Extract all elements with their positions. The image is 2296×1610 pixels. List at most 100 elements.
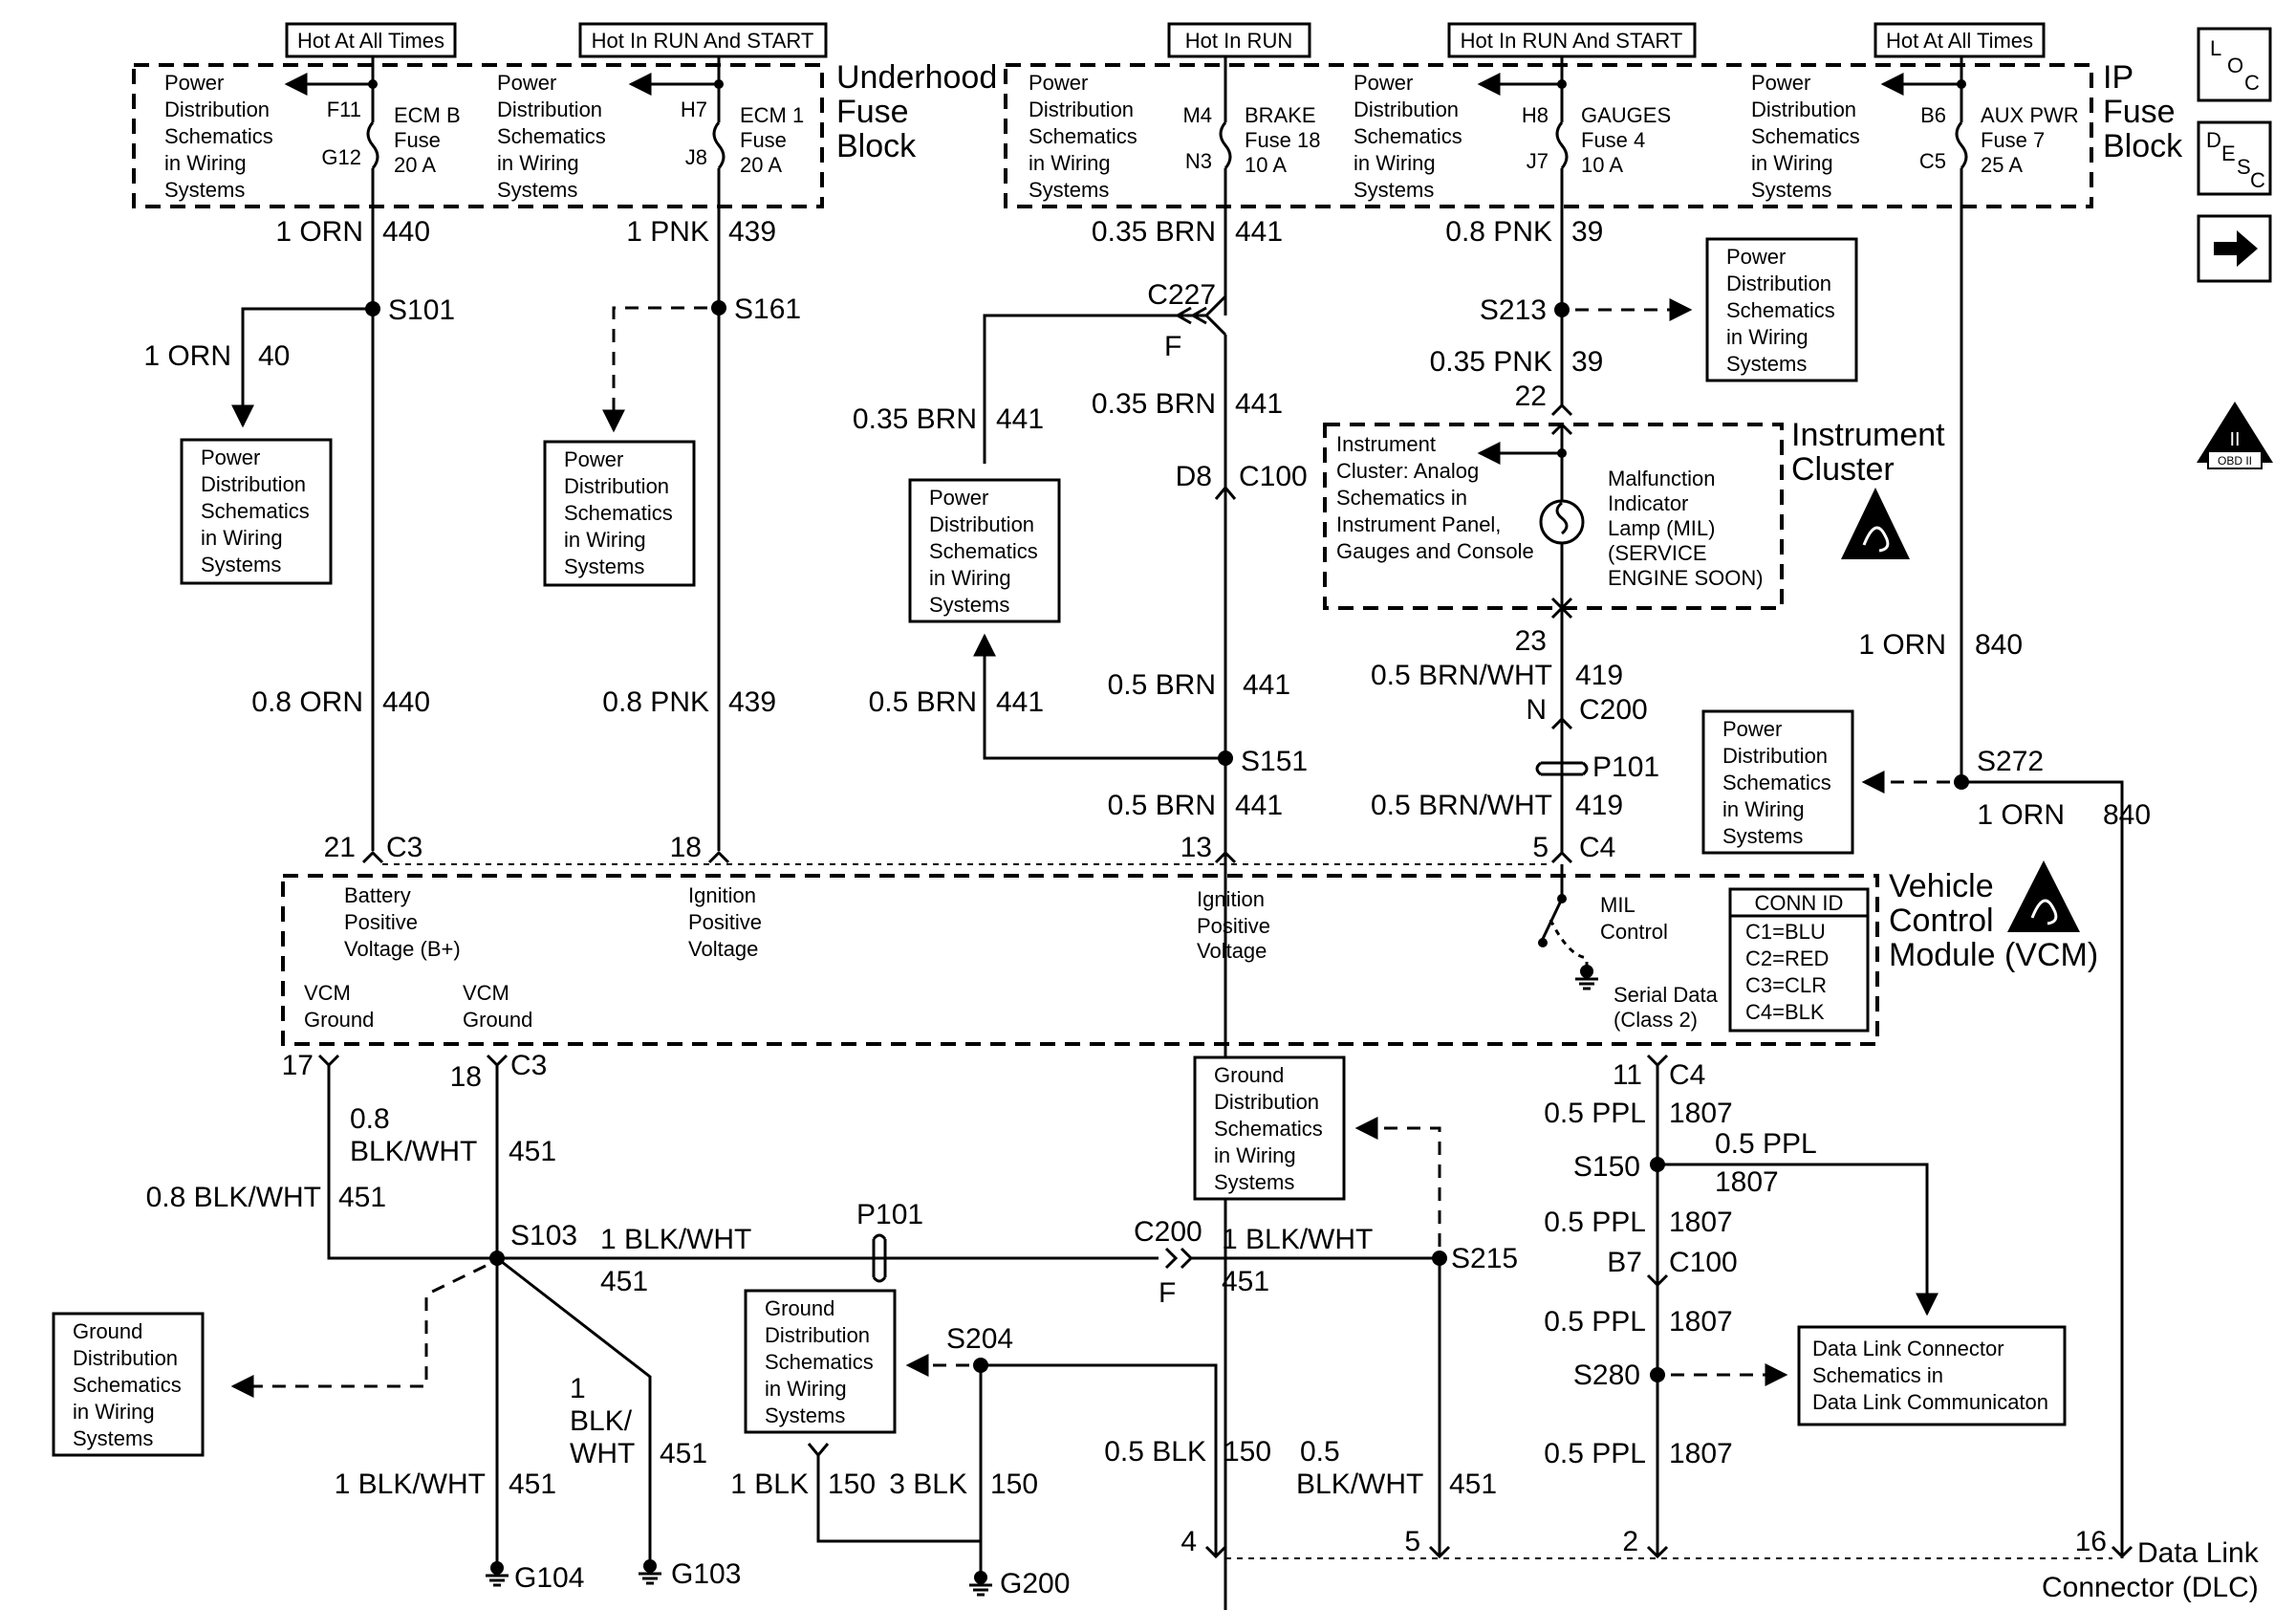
- fuse-name: 10 A: [1581, 153, 1623, 177]
- pds-line: Power: [1354, 71, 1413, 95]
- dlc-label: Connector (DLC): [2042, 1572, 2259, 1603]
- circuit-number: 39: [1571, 216, 1603, 248]
- wire-label: 1 ORN: [1858, 629, 1946, 661]
- fuse-pin: B6: [1920, 103, 1946, 127]
- pds-ref-box: [543, 440, 696, 587]
- connector-pin: N: [1526, 694, 1547, 726]
- pds-line: Systems: [564, 555, 644, 578]
- cluster-ref-line: Gauges and Console: [1336, 539, 1534, 563]
- pds-line: Power: [164, 71, 224, 95]
- connector-label: C100: [1669, 1247, 1738, 1278]
- circuit-number: 441: [996, 686, 1044, 718]
- pds-line: in Wiring: [201, 526, 283, 550]
- pds-line: Systems: [497, 178, 577, 202]
- connector-pin: 23: [1515, 625, 1547, 657]
- wire-label: 0.8 PNK: [602, 686, 709, 718]
- gds-line: in Wiring: [1214, 1143, 1296, 1167]
- wire-label: 0.5 BRN: [1108, 669, 1216, 701]
- pds-line: Systems: [1751, 178, 1831, 202]
- conn-id-row: C1=BLU: [1745, 920, 1826, 944]
- mil-line: Malfunction: [1608, 467, 1716, 490]
- loc-icon[interactable]: L O C: [2197, 27, 2272, 102]
- ground-label: G104: [514, 1562, 584, 1594]
- fuse-ecm-b: Power Distribution Schematics in Wiring …: [164, 57, 461, 207]
- circuit-number: 40: [258, 340, 290, 372]
- pds-line: Power: [929, 486, 988, 510]
- circuit-number: 150: [828, 1469, 876, 1500]
- wire-label: 0.35 PNK: [1430, 346, 1552, 378]
- underhood-label: Fuse: [836, 94, 909, 130]
- circuit-number: 419: [1575, 660, 1623, 691]
- connector-pin: 16: [2075, 1526, 2107, 1557]
- conn-id-row: C2=RED: [1745, 946, 1829, 970]
- connector-pin: 2: [1622, 1526, 1638, 1557]
- connector-label: C200: [1134, 1216, 1202, 1248]
- tag-box: [1874, 22, 2046, 58]
- wire-label: 1 PNK: [626, 216, 709, 248]
- connector-pin: 11: [1613, 1059, 1642, 1091]
- fuse-brake: Power Distribution Schematics in Wiring …: [1029, 57, 1321, 207]
- pds-line: in Wiring: [1722, 797, 1805, 821]
- pds-line: Schematics: [497, 124, 606, 148]
- fuse-pin: F11: [327, 98, 361, 121]
- vcm-text: Ignition: [688, 883, 756, 907]
- wire-label: BLK/WHT: [350, 1136, 477, 1167]
- wire-label: 0.5 BRN: [869, 686, 977, 718]
- wire-label: 0.5 PPL: [1544, 1438, 1646, 1469]
- instrument-cluster-box: [1323, 423, 1784, 610]
- fuse-name: ECM B: [394, 103, 461, 127]
- circuit-number: 150: [990, 1469, 1038, 1500]
- wire-label: 0.5: [1300, 1436, 1340, 1468]
- circuit-number: 840: [2103, 799, 2151, 831]
- wire-label: WHT: [570, 1438, 635, 1469]
- desc-icon[interactable]: D E S C: [2197, 120, 2272, 196]
- tag-box: [285, 22, 457, 58]
- wire-label: 1 BLK/WHT: [600, 1224, 751, 1255]
- circuit-number: 150: [1224, 1436, 1271, 1468]
- gds-ref-box: [744, 1289, 897, 1434]
- underhood-label: Underhood: [836, 59, 997, 96]
- wire-451: [327, 1065, 497, 1260]
- header-tag: Hot At All Times: [1886, 29, 2033, 53]
- pds-line: Schematics: [1726, 298, 1835, 322]
- vcm-text: Ground: [463, 1008, 532, 1032]
- wire-label: 0.8 ORN: [251, 686, 363, 718]
- gds-line: Distribution: [765, 1323, 870, 1347]
- pds-line: Schematics: [1722, 771, 1831, 794]
- wire-label: 0.5 PPL: [1544, 1207, 1646, 1238]
- conn-id-table: CONN ID C1=BLU C2=RED C3=CLR C4=BLK: [1728, 887, 1870, 1033]
- pds-line: Systems: [1726, 352, 1807, 376]
- cluster-label: Instrument: [1791, 417, 1945, 453]
- gds-line: Schematics: [765, 1350, 874, 1374]
- connector-label: F: [1164, 331, 1181, 362]
- pds-line: Distribution: [164, 98, 270, 121]
- gds-line: Ground: [765, 1296, 834, 1320]
- splice-s280: [1650, 1367, 1665, 1382]
- obd-ii-icon: OBD II II: [2197, 402, 2273, 469]
- wire-label: BLK/WHT: [1296, 1469, 1423, 1500]
- gds-ref-box: [52, 1312, 205, 1457]
- wire-label: 1 BLK/WHT: [335, 1469, 486, 1500]
- pds-line: in Wiring: [1751, 151, 1833, 175]
- connector-pin: 21: [324, 832, 356, 863]
- next-page-arrow-icon[interactable]: [2197, 214, 2272, 283]
- fuse-pin: H7: [681, 98, 707, 121]
- pds-line: in Wiring: [1029, 151, 1111, 175]
- dlc-ref-line: Schematics in: [1812, 1363, 1943, 1387]
- pds-line: Schematics: [1751, 124, 1860, 148]
- vcm-text: Positive: [344, 910, 418, 934]
- obd-roman: II: [2229, 429, 2240, 450]
- splice-label: S213: [1480, 294, 1547, 326]
- circuit-number: 1807: [1669, 1438, 1733, 1469]
- pds-line: Distribution: [1726, 272, 1831, 295]
- gds-line: Systems: [73, 1426, 153, 1450]
- circuit-number: 451: [1222, 1266, 1269, 1297]
- pds-line: in Wiring: [497, 151, 579, 175]
- gds-line: Systems: [1214, 1170, 1294, 1194]
- fuse-name: 25 A: [1981, 153, 2023, 177]
- cluster-ref-line: Schematics in: [1336, 486, 1467, 510]
- circuit-number: 439: [728, 686, 776, 718]
- splice-label: S101: [388, 294, 455, 326]
- ground-label: G200: [1000, 1568, 1070, 1599]
- tag-box: [1167, 22, 1311, 58]
